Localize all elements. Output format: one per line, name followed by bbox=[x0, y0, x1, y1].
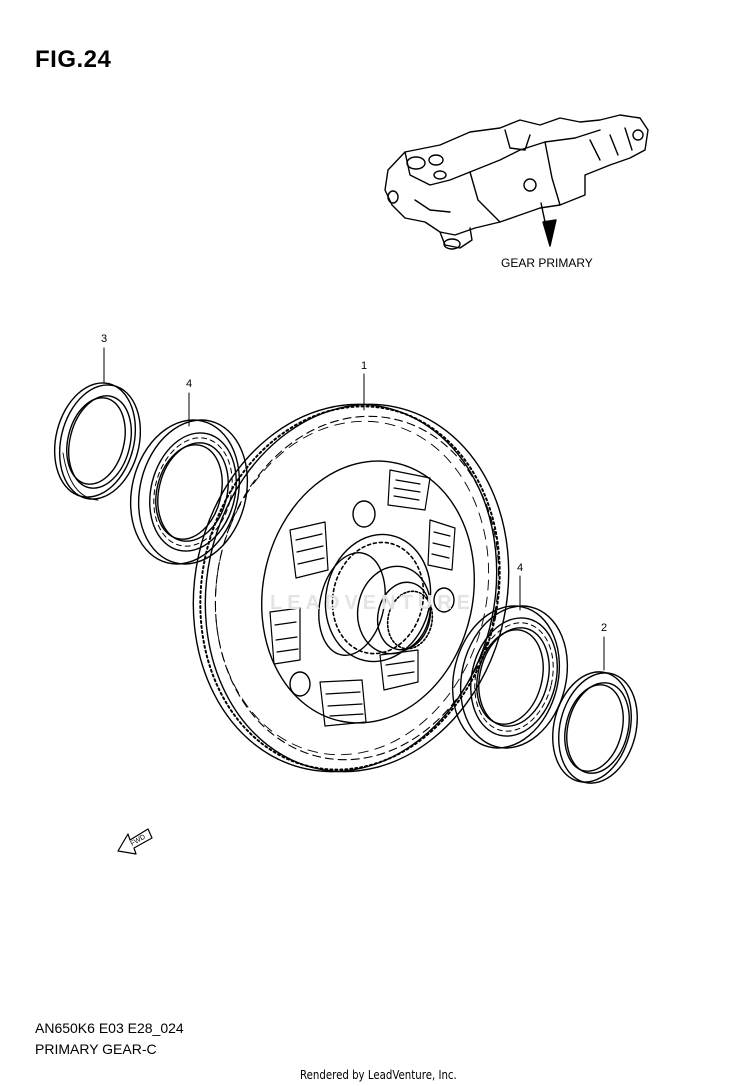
bearing-right bbox=[451, 605, 569, 749]
callout-4-left: 4 bbox=[185, 378, 193, 390]
model-code: AN650K6 E03 E28_024 bbox=[35, 1020, 184, 1036]
callout-2: 2 bbox=[600, 622, 608, 634]
bearing-left bbox=[129, 419, 249, 565]
watermark: LEADVENTURE bbox=[270, 592, 476, 614]
callout-leaders bbox=[103, 347, 605, 671]
callout-1: 1 bbox=[360, 360, 368, 372]
oil-seal-right bbox=[552, 671, 638, 784]
primary-gear bbox=[192, 403, 510, 773]
callout-4-right: 4 bbox=[516, 562, 524, 574]
callout-3: 3 bbox=[100, 333, 108, 345]
reference-label: GEAR PRIMARY bbox=[501, 256, 593, 270]
oil-seal-left bbox=[53, 382, 142, 501]
figure-title: FIG.24 bbox=[35, 46, 112, 73]
figure-subtitle: PRIMARY GEAR-C bbox=[35, 1041, 157, 1057]
engine-reference-sketch bbox=[384, 114, 649, 250]
fwd-arrow-icon bbox=[117, 828, 153, 855]
render-credit: Rendered by LeadVenture, Inc. bbox=[300, 1068, 457, 1082]
